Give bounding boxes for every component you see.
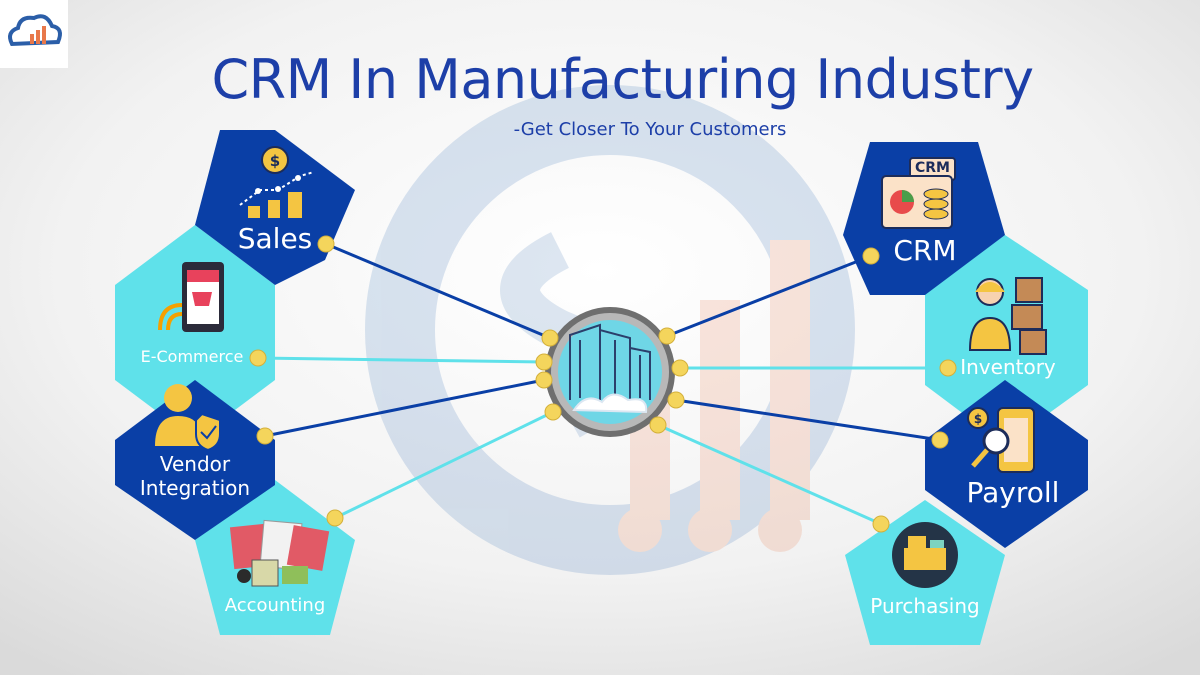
module-label-sales: Sales [237,222,313,255]
connector-ecommerce [257,356,545,364]
module-label-vendor-line2: Integration [139,476,251,500]
connector-dots [249,235,957,533]
module-label-accounting: Accounting [224,595,326,616]
sales-growth-icon: $ [239,146,315,218]
inventory-worker-icon [968,277,1047,355]
connector-purchasing [657,423,882,526]
cash-register-icon [892,522,958,588]
page-subtitle: -Get Closer To Your Customers [513,119,787,140]
payroll-phone-icon: $ [967,407,1035,473]
accounting-documents-icon [229,519,330,587]
module-label-vendor-line1: Vendor [159,452,231,476]
vendor-shield-icon [155,384,221,452]
crm-dashboard-icon [881,157,956,229]
factory-cloud-icon [569,323,651,414]
page-title: CRM In Manufacturing Industry [211,48,1034,111]
crm-badge-text: CRM [915,160,950,176]
svg-text:$: $ [974,412,982,426]
ecommerce-store-icon [158,262,224,332]
hex-ecommerce[interactable] [115,225,275,440]
module-label-purchasing: Purchasing [870,594,980,618]
module-label-vendor-integration: Vendor Integration [115,452,275,500]
connector-payroll [675,398,941,442]
connector-accounting [334,410,554,520]
module-label-inventory: Inventory [960,355,1056,379]
module-label-ecommerce: E-Commerce [140,347,244,366]
connector-vendor [264,378,545,438]
connector-sales [325,242,551,340]
connector-lines [257,242,948,526]
module-label-crm: CRM [893,234,957,267]
center-hub [545,307,675,437]
hex-vendor-integration[interactable] [115,380,275,540]
svg-text:$: $ [270,152,280,170]
module-label-payroll: Payroll [966,476,1060,509]
connector-crm [666,254,872,338]
brand-logo-icon [0,0,68,68]
